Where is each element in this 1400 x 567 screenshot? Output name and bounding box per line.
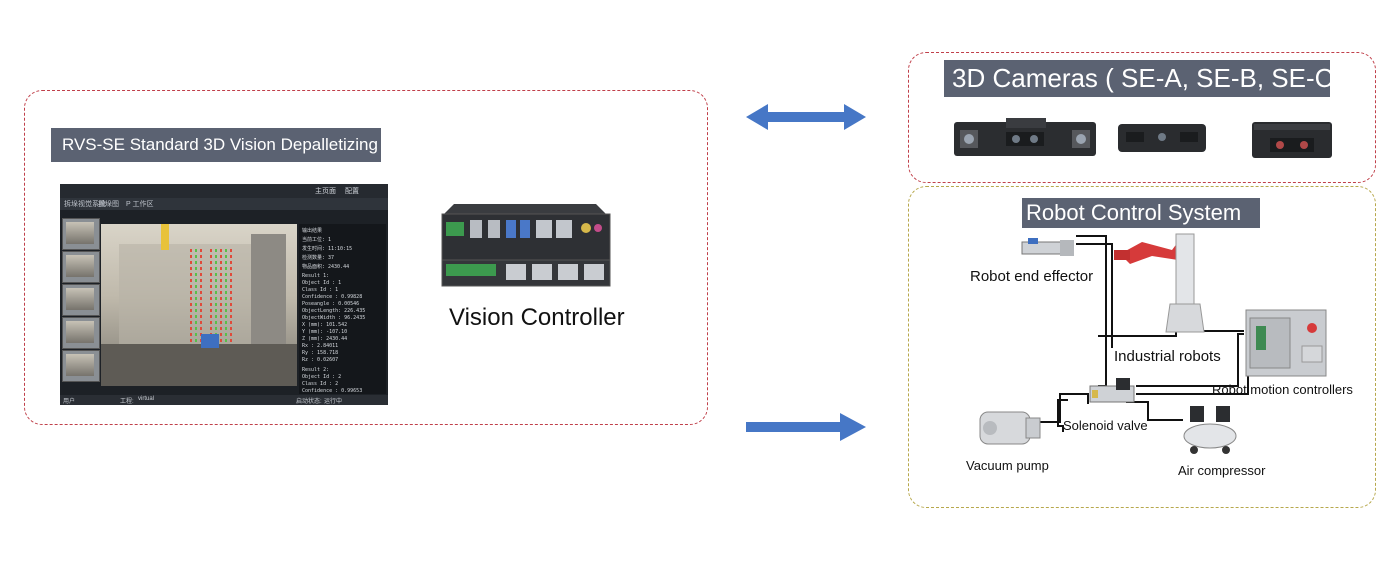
thumbnail	[62, 317, 100, 349]
panel-line: 发生时间: 11:10:15	[302, 246, 353, 252]
air-compressor-label: Air compressor	[1178, 463, 1266, 478]
bidirectional-arrow-icon	[746, 104, 866, 130]
panel-line: Object Id : 2	[302, 374, 342, 380]
panel-line: ObjectLength: 226.435	[302, 308, 366, 314]
panel-line: Y (mm): -107.10	[302, 329, 348, 335]
panel-line: X (mm): 101.542	[302, 322, 348, 328]
vacuum-pump-label: Vacuum pump	[966, 458, 1049, 473]
right-arrow-icon	[746, 413, 866, 441]
panel-line: 物品面积: 2430.44	[302, 264, 350, 270]
panel-line: 输出结果	[302, 228, 323, 234]
panel-line: Confidence : 0.99653	[302, 388, 363, 394]
scene-overlay	[101, 224, 297, 386]
status-running: 运行中	[324, 399, 343, 405]
camera-se-c-image	[1252, 122, 1332, 158]
toolbar-config: 配置	[345, 188, 359, 195]
result-panel: 输出结果 当前工位: 1 发生时间: 11:10:15 检测数量: 37 物品面…	[299, 224, 386, 394]
air-compressor-image	[1183, 406, 1237, 454]
vision-controller-label: Vision Controller	[449, 304, 625, 331]
software-screenshot: 主页面 配置 拆垛视觉系统 拆垛图 P 工作区	[60, 184, 388, 405]
panel-line: Class Id : 2	[302, 381, 339, 387]
thumbnail	[62, 251, 100, 283]
solenoid-valve-label: Solenoid valve	[1063, 418, 1148, 433]
screenshot-toolbar: 主页面 配置	[60, 184, 388, 198]
panel-line: 检测数量: 37	[302, 255, 335, 261]
thumbnail	[62, 350, 100, 382]
panel-line: Class Id : 1	[302, 287, 339, 293]
status-state: 启动状态:	[296, 399, 322, 405]
panel-line: Poseangle : 0.00546	[302, 301, 360, 307]
panel-line: Rz : 0.02607	[302, 357, 339, 363]
menu-item: P 工作区	[126, 201, 154, 208]
industrial-robot-image	[1114, 233, 1205, 333]
vision-system-frame	[24, 90, 708, 425]
industrial-robots-label: Industrial robots	[1114, 348, 1221, 365]
panel-line: Object Id : 1	[302, 280, 342, 286]
panel-line: Z (mm): 2430.44	[302, 336, 348, 342]
thumbnail	[62, 218, 100, 250]
panel-line: Ry : 158.718	[302, 350, 339, 356]
cameras-frame	[908, 52, 1376, 183]
camera-se-a-image	[954, 118, 1096, 156]
vision-system-title: RVS-SE Standard 3D Vision Depalletizing	[51, 128, 381, 162]
toolbar-home: 主页面	[315, 188, 336, 195]
panel-line: 当前工位: 1	[302, 237, 332, 243]
panel-line: Result 2:	[302, 367, 330, 373]
end-effector-image	[1021, 238, 1074, 256]
motion-controllers-label: Robot motion controllers	[1212, 382, 1353, 397]
panel-line: Result 1:	[302, 273, 330, 279]
thumbnail	[62, 284, 100, 316]
solenoid-valve-image	[1089, 378, 1135, 403]
status-project: 工程:	[120, 399, 134, 405]
camera-se-b-image	[1118, 124, 1206, 152]
robot-control-title: Robot Control System	[1022, 198, 1260, 228]
motion-controller-image	[1245, 309, 1327, 377]
vision-controller-image	[441, 204, 611, 287]
screenshot-menu: 拆垛视觉系统 拆垛图 P 工作区	[60, 198, 388, 210]
status-user: 用户	[63, 399, 76, 405]
status-project-name: virtual	[138, 396, 155, 402]
robot-control-frame	[908, 186, 1376, 508]
end-effector-label: Robot end effector	[970, 268, 1094, 285]
cameras-title: 3D Cameras ( SE-A, SE-B, SE-C )	[944, 60, 1349, 97]
panel-line: Confidence : 0.99828	[302, 294, 363, 300]
panel-line: Rx : 2.84011	[302, 343, 339, 349]
panel-line: ObjectWidth : 96.2435	[302, 315, 366, 321]
screenshot-statusbar: 用户 工程: virtual 启动状态: 运行中	[60, 395, 388, 405]
camera-scene-view	[101, 224, 297, 386]
menu-item: 拆垛图	[98, 201, 119, 208]
menu-item: 拆垛视觉系统	[64, 201, 106, 208]
vacuum-pump-image	[979, 411, 1041, 445]
